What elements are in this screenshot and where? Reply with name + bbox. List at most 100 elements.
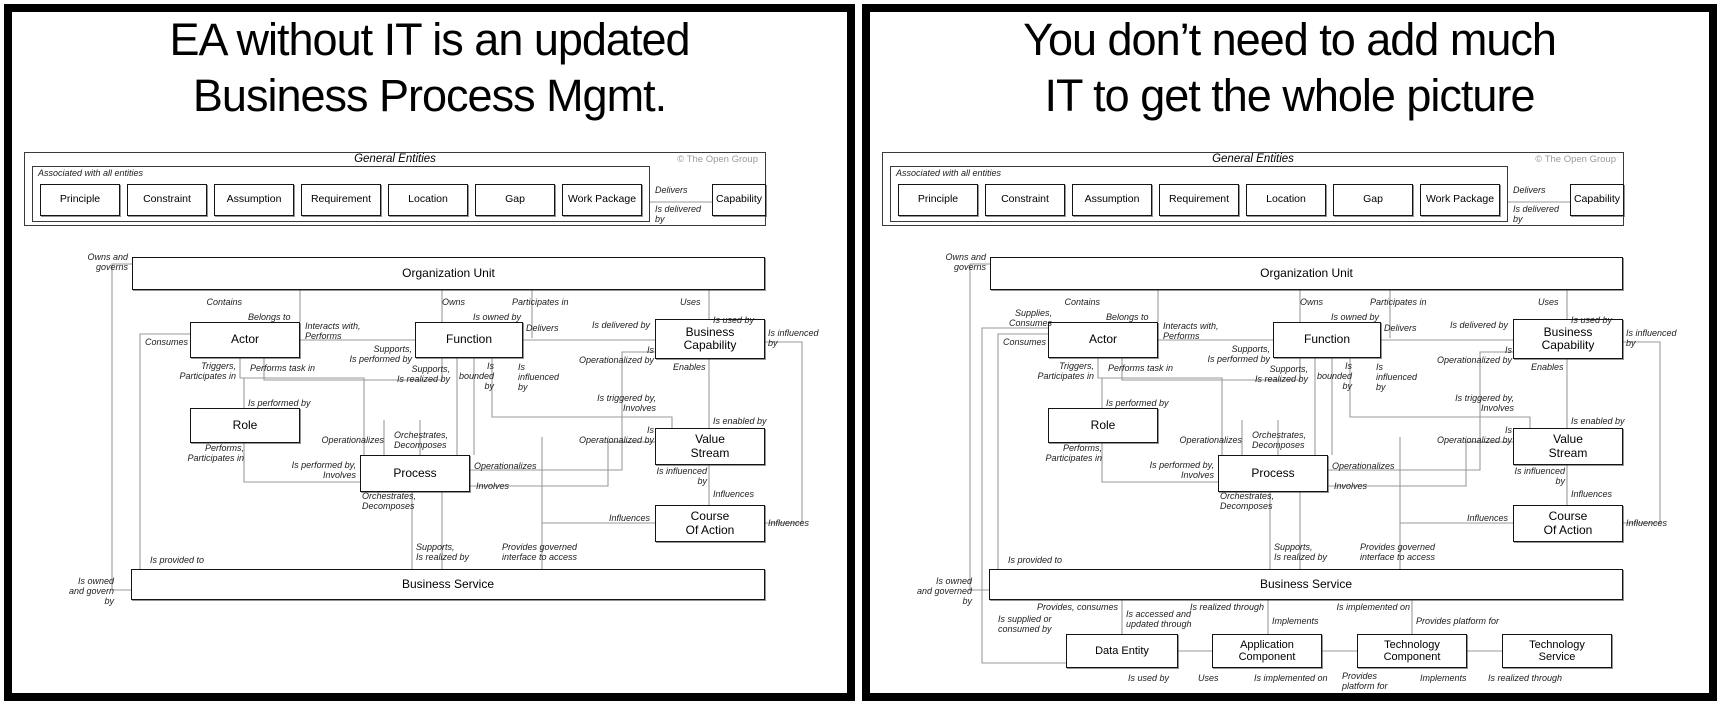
- is-implemented-on-top-label: Is implemented on: [1336, 602, 1410, 612]
- supports-is-realized-bs-label: Supports, Is realized by: [416, 542, 470, 563]
- consumes-label: Consumes: [1002, 337, 1046, 347]
- supports-is-realized-bs-label: Supports, Is realized by: [1274, 542, 1328, 563]
- process-box: Process: [360, 455, 470, 492]
- entity-box-3: Requirement: [301, 184, 381, 216]
- triggers-participates-label: Triggers, Participates in: [1037, 361, 1094, 382]
- band-delivers-label: Delivers: [1513, 185, 1546, 195]
- open-group-copyright: © The Open Group: [677, 154, 758, 165]
- supports-is-realized-by-label: Supports, Is realized by: [1254, 364, 1308, 385]
- is-provided-to-label: Is provided to: [1008, 555, 1063, 565]
- involves-label: Involves: [476, 481, 510, 491]
- contains-label: Contains: [206, 297, 242, 307]
- influences-course-label: Influences: [1466, 513, 1508, 523]
- is-used-by-label: Is used by: [713, 315, 755, 325]
- orchestrates-bottom-label: Orchestrates, Decomposes: [362, 491, 417, 512]
- performs-participates-label: Performs, Participates in: [187, 443, 244, 464]
- orchestrates-top-label: Orchestrates, Decomposes: [1252, 430, 1307, 451]
- contains-label: Contains: [1064, 297, 1100, 307]
- value-stream-box: Value Stream: [1513, 428, 1623, 465]
- left-panel-title: EA without IT is an updated Business Pro…: [169, 14, 690, 121]
- is-bounded-by-label: Is bounded by: [458, 361, 494, 392]
- influences-far-right-label: Influences: [1626, 518, 1668, 528]
- participates-in-label: Participates in: [512, 297, 569, 307]
- operationalizes-right-label: Operationalizes: [1332, 461, 1395, 471]
- is-influenced-by-fn-label: Is influenced by: [518, 362, 560, 393]
- process-box: Process: [1218, 455, 1328, 492]
- general-entities-title: General Entities: [354, 153, 436, 165]
- provides-governed-label: Provides governed interface to access: [502, 542, 578, 563]
- belongs-to-label: Belongs to: [1106, 312, 1149, 322]
- is-influenced-by-vs-label: Is influenced by: [656, 466, 707, 487]
- is-triggered-by-involves-label: Is triggered by, Involves: [597, 393, 656, 414]
- provides-governed-label: Provides governed interface to access: [1360, 542, 1436, 563]
- performs-task-in-label: Performs task in: [250, 363, 316, 373]
- is-used-by-label: Is used by: [1571, 315, 1613, 325]
- associated-entities-label: Associated with all entities: [896, 168, 1002, 178]
- is-delivered-by-label: Is delivered by: [592, 320, 651, 330]
- band-delivers-label: Delivers: [655, 185, 688, 195]
- is-operationalized-by-bc-label: Is Operationalized by: [578, 345, 654, 366]
- uses-bottom-label: Uses: [1198, 673, 1219, 683]
- is-performed-by-role-label: Is performed by: [1106, 398, 1169, 408]
- function-box: Function: [415, 322, 523, 358]
- is-provided-to-label: Is provided to: [150, 555, 205, 565]
- operationalizes-left-label: Operationalizes: [1179, 435, 1242, 445]
- actor-box: Actor: [190, 322, 300, 358]
- role-box: Role: [190, 408, 300, 443]
- actor-box: Actor: [1048, 322, 1158, 358]
- application-component-box: Application Component: [1212, 634, 1322, 668]
- entity-box-5: Gap: [1333, 184, 1413, 216]
- is-influenced-by-vs-label: Is influenced by: [1514, 466, 1565, 487]
- implements-bottom-label: Implements: [1420, 673, 1467, 683]
- interacts-performs-label: Interacts with, Performs: [1163, 321, 1219, 342]
- supports-is-performed-by-label: Supports, Is performed by: [349, 344, 412, 365]
- is-operationalized-by-vs-label: Is Operationalized by: [1436, 425, 1512, 446]
- course-of-action-box: Course Of Action: [655, 505, 765, 542]
- uses-label: Uses: [1538, 297, 1559, 307]
- delivers-label: Delivers: [1384, 323, 1417, 333]
- operationalizes-right-label: Operationalizes: [474, 461, 537, 471]
- owns-label: Owns: [1299, 297, 1323, 307]
- general-entities-title: General Entities: [1212, 153, 1294, 165]
- owns-governs-label: Owns and governs: [945, 252, 986, 273]
- capability-box: Capability: [1570, 184, 1624, 216]
- is-performed-by-involves-label: Is performed by, Involves: [291, 460, 356, 481]
- associated-entities-label: Associated with all entities: [38, 168, 144, 178]
- provides-consumes-label: Provides, consumes: [1036, 602, 1118, 612]
- is-enabled-by-label: Is enabled by: [713, 416, 767, 426]
- is-owned-by-label: Is owned by: [473, 312, 522, 322]
- is-accessed-updated-label: Is accessed and updated through: [1126, 609, 1192, 630]
- supports-is-realized-by-label: Supports, Is realized by: [396, 364, 450, 385]
- is-realized-through-top-label: Is realized through: [1189, 602, 1264, 612]
- entity-box-1: Constraint: [127, 184, 207, 216]
- belongs-to-label: Belongs to: [248, 312, 291, 322]
- business-capability-box: Business Capability: [1513, 319, 1623, 359]
- influences-vs-label: Influences: [713, 489, 755, 499]
- influences-far-right-label: Influences: [768, 518, 810, 528]
- is-enabled-by-label: Is enabled by: [1571, 416, 1625, 426]
- is-performed-by-role-label: Is performed by: [248, 398, 311, 408]
- entity-box-0: Principle: [898, 184, 978, 216]
- role-box: Role: [1048, 408, 1158, 443]
- influences-course-label: Influences: [608, 513, 650, 523]
- supports-is-performed-by-label: Supports, Is performed by: [1207, 344, 1270, 365]
- entity-box-3: Requirement: [1159, 184, 1239, 216]
- function-box: Function: [1273, 322, 1381, 358]
- orchestrates-top-label: Orchestrates, Decomposes: [394, 430, 449, 451]
- panel-left: EA without IT is an updated Business Pro…: [4, 4, 855, 701]
- enables-label: Enables: [673, 362, 706, 372]
- triggers-participates-label: Triggers, Participates in: [179, 361, 236, 382]
- course-of-action-box: Course Of Action: [1513, 505, 1623, 542]
- is-performed-by-involves-label: Is performed by, Involves: [1149, 460, 1214, 481]
- is-realized-through-bottom-label: Is realized through: [1488, 673, 1563, 683]
- is-owned-governed-label: Is owned and governed by: [916, 576, 972, 607]
- value-stream-box: Value Stream: [655, 428, 765, 465]
- performs-participates-label: Performs, Participates in: [1045, 443, 1102, 464]
- is-used-by-bottom-label: Is used by: [1128, 673, 1170, 683]
- enables-label: Enables: [1531, 362, 1564, 372]
- org-unit-box: Organization Unit: [990, 257, 1623, 290]
- entity-box-1: Constraint: [985, 184, 1065, 216]
- band-is-delivered-by-label: Is delivered by: [1513, 204, 1560, 225]
- uses-label: Uses: [680, 297, 701, 307]
